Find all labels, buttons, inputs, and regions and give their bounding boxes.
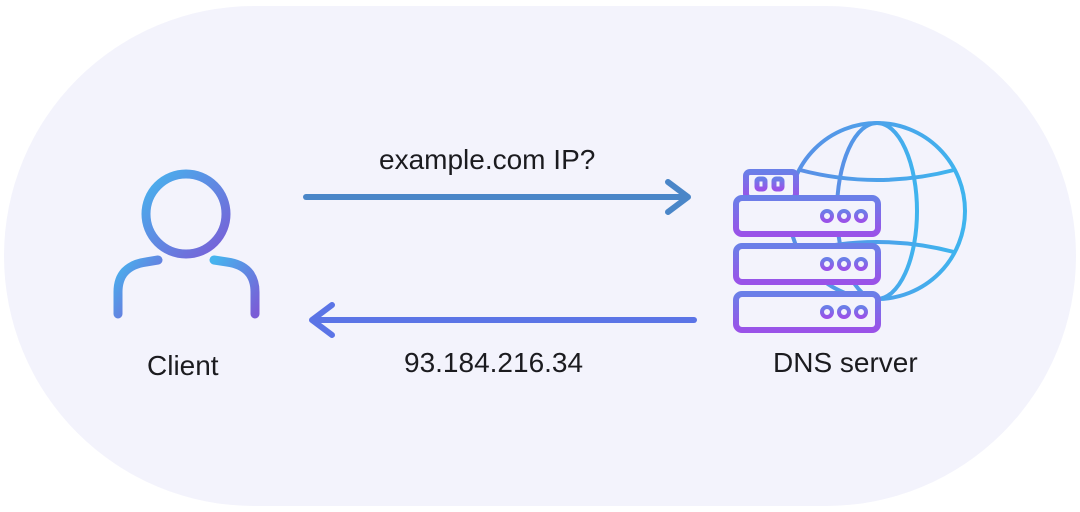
request-arrow [303, 179, 691, 215]
request-label: example.com IP? [379, 144, 596, 175]
server-label: DNS server [773, 347, 918, 378]
server-globe-icon [733, 121, 967, 333]
user-icon [113, 169, 260, 319]
client-label: Client [147, 350, 219, 381]
response-arrow [309, 302, 697, 338]
response-label: 93.184.216.34 [404, 347, 584, 378]
